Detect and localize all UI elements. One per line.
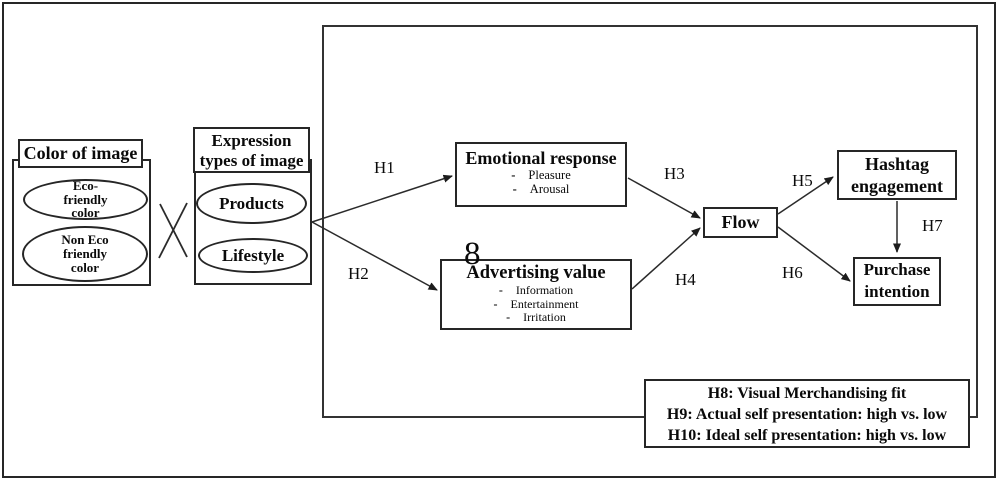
bullet-entertainment: - Entertainment (442, 296, 630, 312)
products-label: Products (219, 193, 284, 213)
bullet-irritation: - Irritation (442, 310, 630, 325)
flow-node: Flow (703, 207, 778, 238)
moderator-h9: H9: Actual self presentation: high vs. l… (666, 406, 948, 423)
bullet-dash: - (512, 182, 517, 196)
label-h6: H6 (782, 263, 803, 282)
lifestyle-ellipse: Lifestyle (198, 238, 308, 273)
advertising-value-node: Advertising value - Information - Entert… (440, 259, 632, 330)
bullet-dash: - (493, 296, 498, 311)
moderators-box: H8: Visual Merchandising fit H9: Actual … (644, 379, 970, 448)
label-h7: H7 (922, 216, 943, 235)
eco-friendly-color-ellipse: Eco- friendly color (23, 179, 148, 220)
irritation-label: Irritation (523, 310, 566, 324)
emotional-response-node: Emotional response - Pleasure - Arousal (455, 142, 627, 207)
label-h2: H2 (348, 264, 369, 283)
purchase-intention-node: Purchase intention (853, 257, 941, 306)
pleasure-label: Pleasure (528, 168, 571, 182)
bullet-arousal: - Arousal (457, 182, 625, 196)
emotional-response-title: Emotional response (465, 148, 617, 168)
hashtag-engagement-node: Hashtag engagement (837, 150, 957, 200)
bullet-dash: - (511, 168, 516, 182)
bullet-dash: - (506, 310, 511, 324)
advertising-value-title: Advertising value (466, 263, 606, 283)
moderator-h8: H8: Visual Merchandising fit (707, 385, 907, 402)
model-boundary-box (322, 25, 978, 418)
bullet-dash: - (498, 283, 503, 297)
label-h5: H5 (792, 171, 813, 190)
moderator-h10: H10: Ideal self presentation: high vs. l… (667, 427, 947, 444)
non-eco-friendly-color-label: Non Eco friendly color (61, 232, 109, 275)
eco-friendly-color-label: Eco- friendly color (63, 178, 108, 221)
expression-types-title: Expression types of image (193, 127, 310, 173)
stray-eight-glyph: 8 (464, 236, 481, 272)
lifestyle-label: Lifestyle (221, 245, 285, 265)
label-h4: H4 (675, 270, 696, 289)
products-ellipse: Products (196, 183, 307, 224)
bullet-pleasure: - Pleasure (457, 168, 625, 182)
entertainment-label: Entertainment (510, 296, 579, 311)
arousal-label: Arousal (529, 182, 570, 196)
label-h1: H1 (374, 158, 395, 177)
non-eco-friendly-color-ellipse: Non Eco friendly color (22, 226, 148, 282)
label-h3: H3 (664, 164, 685, 183)
bullet-information: - Information (442, 283, 630, 298)
information-label: Information (515, 283, 574, 297)
color-of-image-title: Color of image (18, 139, 143, 168)
